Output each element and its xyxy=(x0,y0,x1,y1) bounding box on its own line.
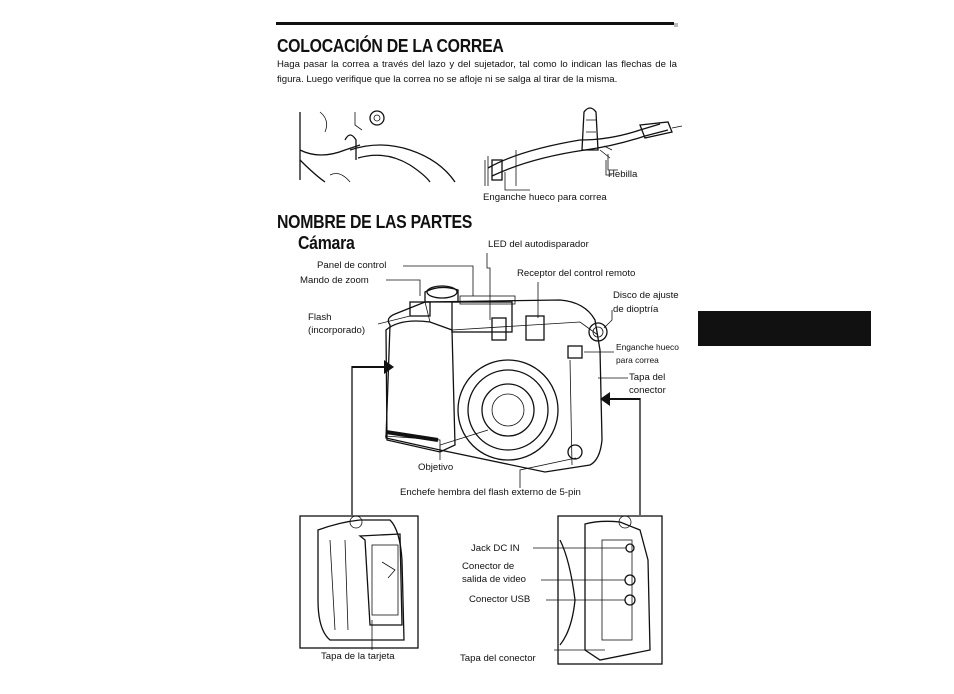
connector-side-inset xyxy=(533,515,663,665)
label-connector-cover-bottom: Tapa del conector xyxy=(460,653,536,664)
label-dc-in: Jack DC IN xyxy=(471,543,520,554)
subheading-camera: Cámara xyxy=(298,233,355,253)
label-control-panel: Panel de control xyxy=(317,260,387,271)
label-usb: Conector USB xyxy=(469,594,531,605)
label-eyelet-line1: Enganche hueco xyxy=(616,342,679,352)
label-buckle: Hebilla xyxy=(608,169,638,180)
label-lens: Objetivo xyxy=(418,462,454,473)
section-heading-strap: COLOCACIÓN DE LA CORREA xyxy=(277,36,504,56)
label-card-cover: Tapa de la tarjeta xyxy=(321,651,395,662)
strap-attach-illustration xyxy=(298,110,456,183)
top-rule-shadow xyxy=(674,23,678,27)
strap-illustration xyxy=(484,107,683,186)
leader-lines xyxy=(377,160,628,488)
section-heading-parts: NOMBRE DE LAS PARTES xyxy=(277,212,473,232)
label-video-out-line1: Conector de xyxy=(462,561,515,572)
pointer-arrows xyxy=(351,360,641,515)
label-connector-cover-line1: Tapa del xyxy=(629,372,666,383)
card-side-inset xyxy=(299,515,419,650)
label-video-out-line2: salida de video xyxy=(462,574,527,585)
label-diopter-line1: Disco de ajuste xyxy=(613,290,679,301)
label-self-timer-led: LED del autodisparador xyxy=(488,239,589,250)
camera-illustration xyxy=(384,285,608,473)
label-flash-line2: (incorporado) xyxy=(308,325,366,336)
label-diopter-line2: de dioptría xyxy=(613,304,659,315)
label-connector-cover-line2: conector xyxy=(629,385,666,396)
chapter-tab xyxy=(698,311,871,346)
label-strap-eyelet: Enganche hueco para correa xyxy=(483,192,607,203)
label-eyelet-line2: para correa xyxy=(616,355,659,365)
strap-instructions: Haga pasar la correa a través del lazo y… xyxy=(277,59,677,85)
label-remote-receiver: Receptor del control remoto xyxy=(517,268,636,279)
label-zoom-lever: Mando de zoom xyxy=(300,275,369,286)
label-ext-flash-socket: Enchefe hembra del flash externo de 5-pi… xyxy=(400,487,581,498)
label-flash-line1: Flash xyxy=(308,312,332,323)
top-rule xyxy=(276,22,674,25)
